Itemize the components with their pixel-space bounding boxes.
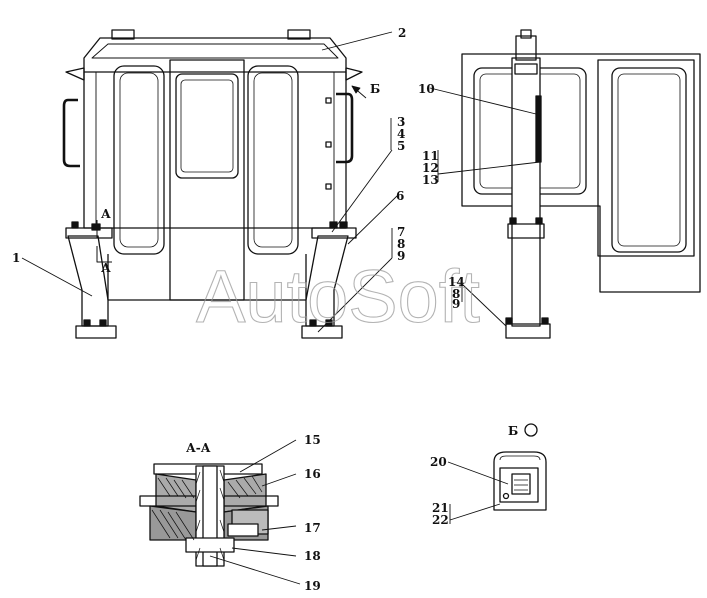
callout-7: 7: [397, 225, 405, 239]
callout-13: 13: [422, 173, 439, 187]
left-handrail: [62, 98, 80, 168]
callout-10: 10: [418, 82, 435, 96]
mirror-plate: [499, 467, 539, 503]
right-window: [247, 65, 299, 255]
view-b-circle-mark: [524, 423, 538, 437]
cab-front-view: [62, 29, 363, 339]
view-arrow-b-label: Б: [370, 82, 380, 96]
callout-labels: 2 1 3 4 5 6 7 8 9 10 11 12 13 14 8 9 15 …: [12, 26, 465, 593]
callout-14: 14: [448, 275, 465, 289]
section-aa-damper: [139, 463, 279, 567]
callout-12: 12: [422, 161, 439, 175]
cab-side-view: [461, 29, 701, 339]
section-aa-title: А-А: [186, 441, 211, 455]
cab-roof: [83, 37, 347, 73]
view-b-panel: [493, 423, 547, 511]
cab-body: [83, 72, 347, 229]
callout-2: 2: [398, 26, 406, 40]
callout-19: 19: [304, 579, 321, 593]
callout-16: 16: [304, 467, 321, 481]
section-mark-a-lower: А: [101, 261, 111, 275]
callout-3: 3: [397, 115, 405, 129]
callout-6: 6: [396, 189, 404, 203]
section-mark-a-upper: А: [101, 207, 111, 221]
door-window: [175, 73, 239, 179]
right-handrail: [336, 92, 354, 164]
left-support-leg: [67, 235, 109, 327]
view-b-title: Б: [508, 424, 518, 438]
side-panel: [461, 53, 701, 293]
callout-15: 15: [304, 433, 321, 447]
rubber-ring-lower: [149, 505, 197, 541]
callout-20: 20: [430, 455, 447, 469]
mirror-bracket: [493, 451, 547, 511]
side-pillar: [511, 57, 541, 327]
left-window: [113, 65, 165, 255]
callout-8-side: 8: [452, 287, 460, 301]
callout-9: 9: [397, 249, 405, 263]
callout-18: 18: [304, 549, 321, 563]
callout-21: 21: [432, 501, 449, 515]
watermark: AutoSoft: [196, 255, 480, 338]
callout-5: 5: [397, 139, 405, 153]
callout-22: 22: [432, 513, 449, 527]
callout-11: 11: [422, 149, 439, 163]
callout-9-side: 9: [452, 297, 460, 311]
leader-lines: [21, 31, 541, 585]
callout-8: 8: [397, 237, 405, 251]
callout-4: 4: [397, 127, 405, 141]
callout-1: 1: [12, 251, 20, 265]
callout-17: 17: [304, 521, 321, 535]
